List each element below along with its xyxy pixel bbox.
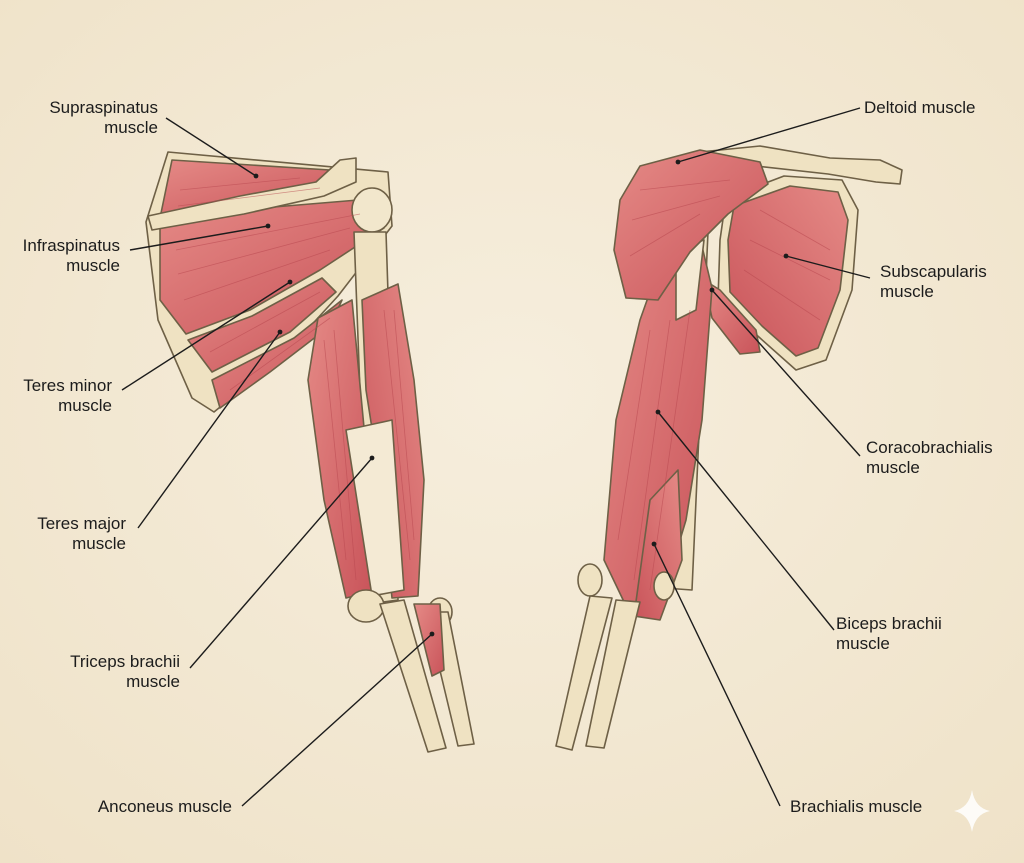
lateral-epicondyle-anterior [653,571,675,601]
leader-deltoid [677,107,861,163]
triceps-tendon [345,419,405,597]
label-teres-major: Teres major muscle [37,514,126,553]
label-coracobrachialis: Coracobrachialis muscle [866,438,993,477]
leader-triceps [189,457,373,669]
coracobrachialis-shape [703,279,761,355]
leader-lines [121,107,871,807]
label-triceps-brachii: Triceps brachii muscle [70,652,180,691]
label-biceps-brachii: Biceps brachii muscle [836,614,942,653]
label-brachialis: Brachialis muscle [790,797,923,816]
label-anconeus: Anconeus muscle [97,797,232,816]
leader-infraspinatus [129,225,269,251]
subscapularis-shape [727,185,849,357]
sparkle-icon [954,790,990,832]
label-teres-minor: Teres minor muscle [23,376,112,415]
medial-epicondyle [577,563,603,597]
leader-supraspinatus [165,117,257,177]
teres-minor-shape [187,277,337,373]
label-supraspinatus: Supraspinatus muscle [49,98,158,137]
humeral-head-posterior [351,187,393,233]
leader-teres-minor [121,281,291,391]
label-deltoid: Deltoid muscle [864,98,976,117]
leader-coracobrachialis [711,289,861,457]
label-infraspinatus: Infraspinatus muscle [22,236,120,275]
anterior-muscle-fibers [617,179,831,591]
scapula-spine [147,157,357,231]
radius-anterior [555,595,613,751]
ulna-anterior [585,599,641,749]
leader-teres-major [137,331,281,529]
label-subscapularis: Subscapularis muscle [880,262,987,301]
leader-brachialis [653,543,781,807]
deltoid-shape [613,149,769,301]
leader-biceps [657,411,835,631]
ulna-posterior [379,599,447,753]
leader-dots [253,159,789,637]
olecranon [347,589,385,623]
anconeus-shape [413,603,445,677]
leader-subscapularis [785,255,871,279]
infraspinatus-shape [159,197,385,335]
leader-anconeus [241,633,433,807]
anterior-arm [555,145,903,751]
